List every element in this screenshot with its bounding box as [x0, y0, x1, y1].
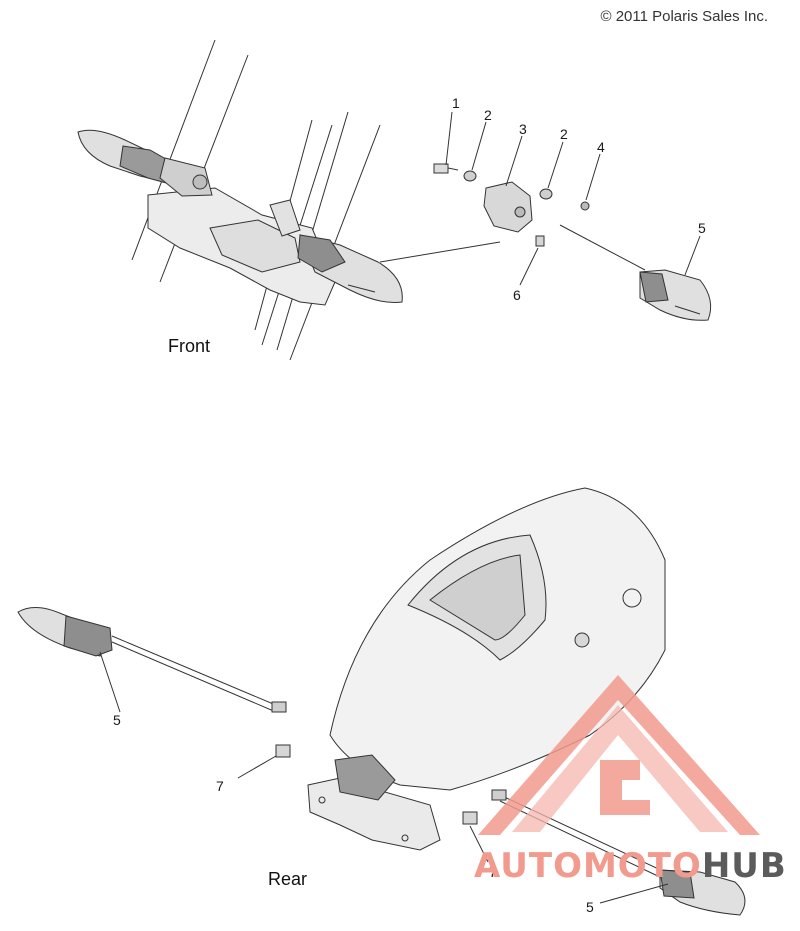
- front-left-turn-signal: [77, 129, 213, 197]
- rear-right-turn-signal: [491, 789, 746, 916]
- rear-left-turn-signal: [17, 607, 287, 713]
- callout-2-left: 2: [484, 107, 492, 123]
- front-hardware-exploded: [433, 163, 646, 271]
- callout-6: 6: [513, 287, 521, 303]
- callout-5-front: 5: [698, 220, 706, 236]
- front-callout-leaders: [445, 111, 701, 286]
- section-label-rear: Rear: [268, 869, 308, 889]
- watermark-text: AUTOMOTOHUB: [474, 846, 787, 886]
- front-triple-clamp: [147, 187, 336, 306]
- copyright-notice: © 2011 Polaris Sales Inc.: [600, 8, 768, 25]
- callout-3: 3: [519, 121, 527, 137]
- section-label-front: Front: [168, 336, 211, 356]
- callout-4: 4: [597, 139, 605, 155]
- rear-callout-leaders: [99, 651, 669, 904]
- watermark-logo: [478, 675, 760, 835]
- watermark-text-part1: AUTOMOTO: [474, 846, 702, 886]
- callout-7-left: 7: [216, 778, 224, 794]
- callout-7-right: 7: [489, 864, 497, 880]
- callout-5-rear-right: 5: [586, 899, 594, 915]
- callout-2-right: 2: [560, 126, 568, 142]
- front-right-turn-signal: [297, 234, 403, 303]
- callout-1: 1: [452, 95, 460, 111]
- front-leader-line: [379, 241, 501, 263]
- rear-license-bracket: [307, 754, 441, 851]
- watermark-text-part2: HUB: [701, 846, 787, 886]
- front-turn-signal-exploded: [639, 269, 712, 321]
- rear-fender: [329, 487, 666, 791]
- rear-fasteners: [275, 744, 478, 825]
- callout-5-rear-left: 5: [113, 712, 121, 728]
